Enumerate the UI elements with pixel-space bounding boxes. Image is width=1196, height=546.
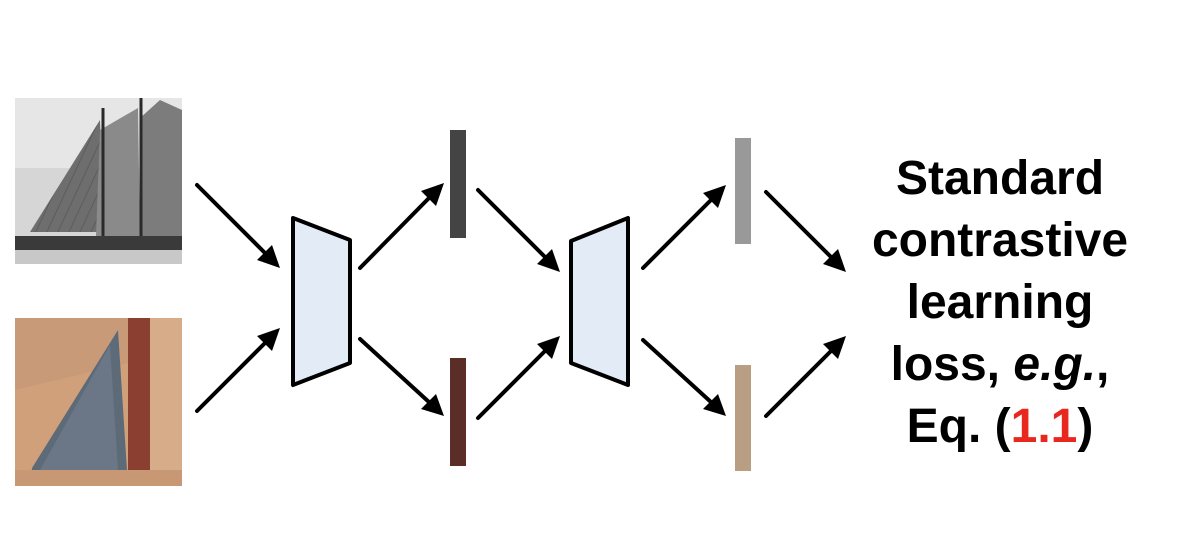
caption-line-4-prefix: loss, xyxy=(890,338,1014,391)
arrow-encoder-to-embedding-top xyxy=(358,183,444,270)
arrow-projection-bottom-to-loss xyxy=(764,336,846,418)
caption-line-4-suffix: , xyxy=(1096,338,1110,391)
encoder-1-trapezoid xyxy=(291,216,352,387)
caption-line-3: learning xyxy=(906,276,1094,329)
projection-head-trapezoid xyxy=(569,216,630,387)
caption-line-5: Eq. (1.1) xyxy=(845,396,1155,458)
caption-line-5-suffix: ) xyxy=(1077,400,1094,453)
arrow-input-top-to-encoder xyxy=(195,183,280,268)
arrow-encoder-to-embedding-bottom xyxy=(358,337,444,416)
arrow-head-to-projection-top xyxy=(641,185,726,270)
embedding-bar-top xyxy=(450,130,466,238)
embedding-bar-bottom xyxy=(450,358,466,466)
arrow-head-to-projection-bottom xyxy=(641,338,726,416)
caption-line-1: Standard xyxy=(895,152,1105,205)
projection-bar-top xyxy=(735,138,751,244)
arrow-input-bottom-to-encoder xyxy=(195,328,280,413)
loss-caption: Standard contrastive learning loss, e.g.… xyxy=(845,148,1155,458)
arrow-embedding-top-to-head xyxy=(476,188,560,272)
caption-line-5-prefix: Eq. ( xyxy=(906,400,1011,453)
caption-line-4: loss, e.g., xyxy=(845,334,1155,396)
arrow-projection-top-to-loss xyxy=(764,190,846,272)
equation-reference-link[interactable]: 1.1 xyxy=(1010,400,1078,453)
input-image-bottom xyxy=(15,318,182,486)
input-image-top xyxy=(15,98,182,264)
arrow-embedding-bottom-to-head xyxy=(476,336,560,420)
projection-bar-bottom xyxy=(735,365,751,471)
caption-eg: e.g. xyxy=(1013,338,1097,391)
caption-line-2: contrastive xyxy=(871,214,1129,267)
